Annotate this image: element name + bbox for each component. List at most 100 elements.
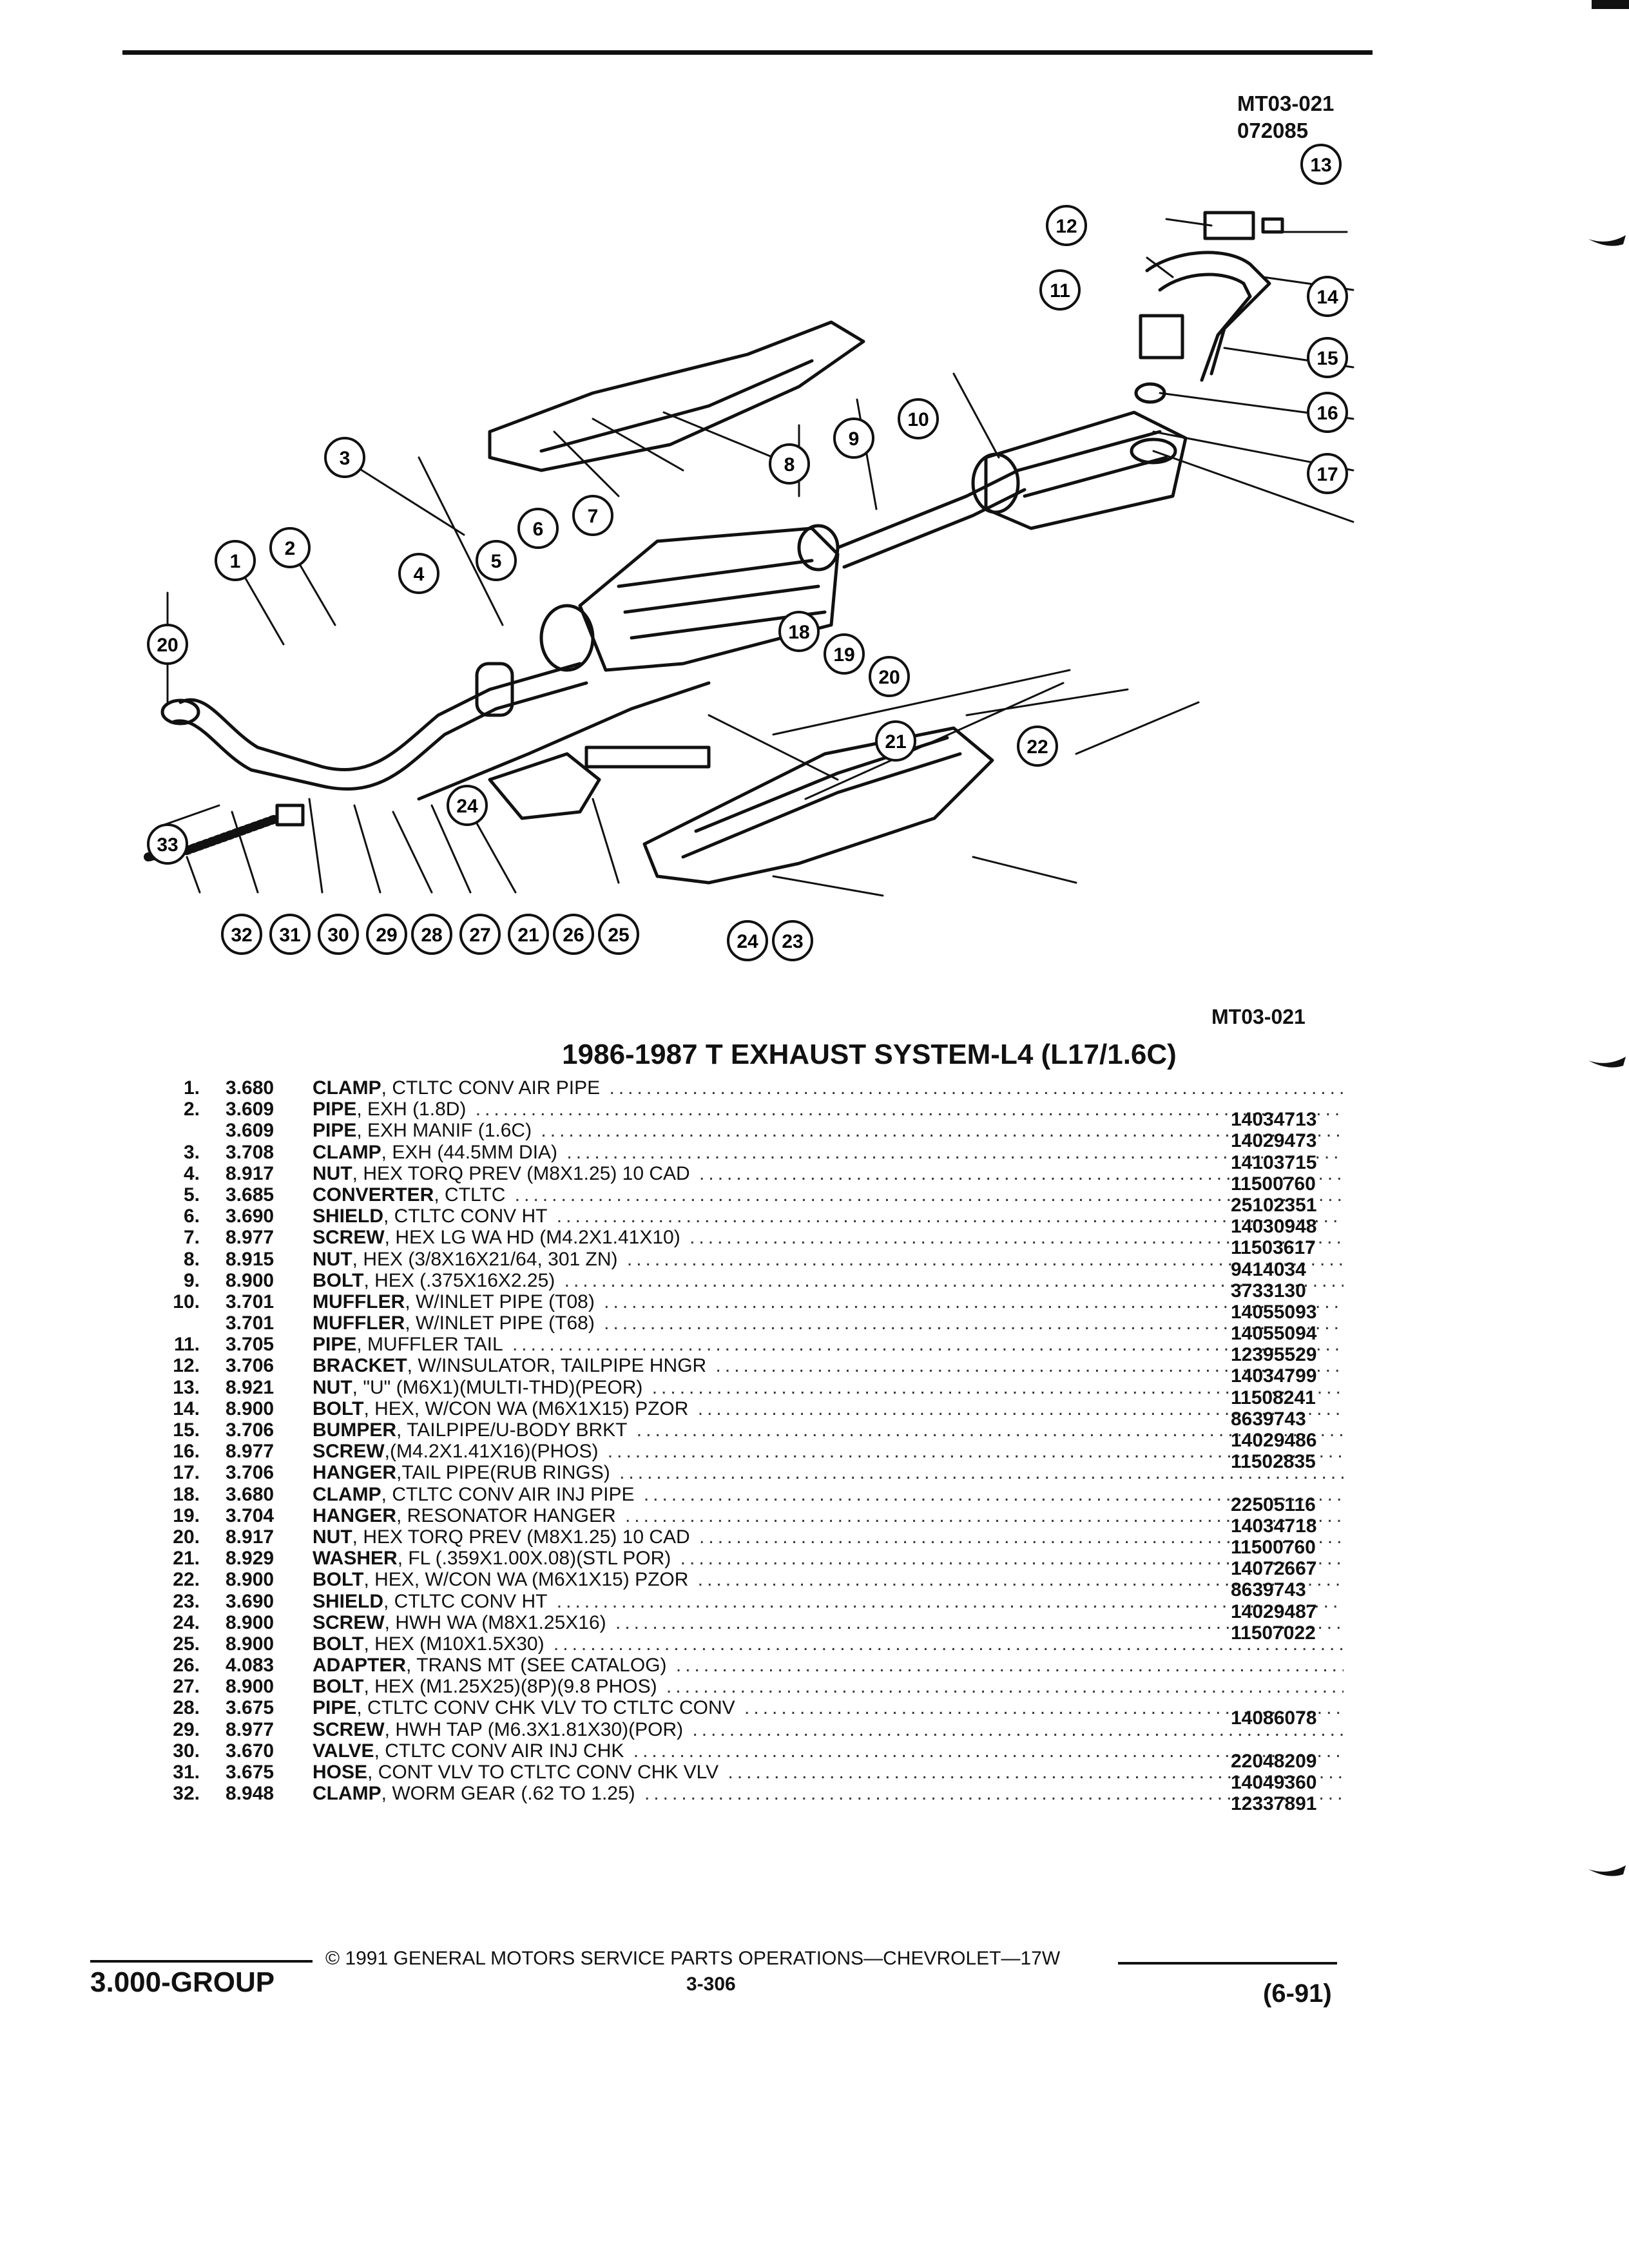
part-description: SCREW,(M4.2X1.41X16)(PHOS) .............…: [313, 1441, 1344, 1462]
part-detail: , WORM GEAR (.62 TO 1.25): [381, 1783, 635, 1805]
part-number: 30.: [173, 1740, 200, 1762]
part-name: BOLT: [313, 1569, 364, 1591]
svg-text:8: 8: [784, 454, 795, 476]
part-group-code: 3.675: [226, 1762, 275, 1783]
leader-dots: ........................................…: [609, 1077, 1344, 1099]
intermediate-pipe-shape: [488, 662, 582, 691]
leader-dots: ........................................…: [744, 1697, 1344, 1719]
svg-text:16: 16: [1316, 403, 1338, 424]
svg-text:12: 12: [1055, 216, 1077, 237]
part-catalog-number: 14086078: [1231, 1707, 1317, 1729]
leader-dots: ........................................…: [564, 1269, 1344, 1291]
part-group-code: 8.948: [226, 1783, 275, 1805]
exhaust-pipe-shape-lower: [172, 707, 498, 791]
callout-5: 5: [476, 540, 517, 581]
callout-6: 6: [517, 508, 559, 549]
part-group-code: 8.929: [226, 1548, 275, 1570]
part-number: 9.: [183, 1269, 200, 1291]
part-name: NUT: [313, 1526, 352, 1548]
callout-24-bottom: 24: [727, 920, 768, 961]
part-detail: , W/INLET PIPE (T08): [405, 1291, 595, 1312]
part-number: 32.: [173, 1783, 200, 1805]
leader-dots: ........................................…: [644, 1783, 1344, 1805]
check-valve-shape: [275, 803, 305, 827]
part-group-code: 3.685: [226, 1184, 275, 1206]
part-name: PIPE: [313, 1697, 357, 1719]
callout-29: 29: [366, 914, 407, 955]
part-description: CLAMP, WORM GEAR (.62 TO 1.25) .........…: [313, 1783, 1344, 1804]
part-group-code: 4.083: [226, 1655, 275, 1677]
part-description: NUT, HEX (3/8X16X21/64, 301 ZN) ........…: [313, 1249, 1344, 1270]
part-name: BOLT: [313, 1676, 364, 1698]
part-group-code: 3.680: [226, 1483, 275, 1505]
part-number: 8.: [183, 1248, 200, 1270]
leader-dots: ........................................…: [553, 1633, 1344, 1655]
svg-text:11: 11: [1050, 280, 1070, 302]
part-detail: , W/INLET PIPE (T68): [405, 1312, 595, 1334]
page-title: 1986-1987 T EXHAUST SYSTEM-L4 (L17/1.6C): [562, 1039, 1177, 1070]
footer-copyright: © 1991 GENERAL MOTORS SERVICE PARTS OPER…: [325, 1948, 1061, 1969]
part-description: SCREW, HWH WA (M8X1.25X16) .............…: [313, 1612, 1344, 1633]
svg-text:6: 6: [533, 519, 544, 540]
callout-8: 8: [769, 443, 810, 485]
scan-edge-mark: [1592, 0, 1629, 9]
part-row: 32. 8.948 CLAMP, WORM GEAR (.62 TO 1.25) .…: [148, 1783, 1360, 1814]
svg-text:31: 31: [279, 925, 300, 946]
callout-1: 1: [215, 540, 256, 581]
callout-13: 13: [1300, 144, 1342, 185]
part-detail: ,TAIL PIPE(RUB RINGS): [396, 1462, 610, 1484]
callout-21-bottom: 21: [508, 914, 549, 955]
part-name: WASHER: [313, 1548, 398, 1570]
part-number: 4.: [183, 1162, 200, 1184]
part-number: 12.: [173, 1355, 200, 1377]
part-detail: , HEX, W/CON WA (M6X1X15) PZOR: [363, 1398, 689, 1419]
part-name: SCREW: [313, 1227, 385, 1249]
binding-mark: [1588, 235, 1626, 246]
leader-dots: ........................................…: [607, 1441, 1344, 1463]
part-name: NUT: [313, 1162, 352, 1184]
lower-heat-shield-shape: [642, 726, 994, 885]
part-detail: , CTLTC CONV HT: [383, 1206, 548, 1227]
part-name: NUT: [313, 1248, 352, 1270]
leader-dots: ........................................…: [604, 1291, 1344, 1312]
part-number: 29.: [173, 1718, 200, 1740]
leader-dots: ........................................…: [643, 1483, 1344, 1505]
leader-dots: ........................................…: [651, 1376, 1344, 1398]
part-catalog-number: 8639743: [1231, 1408, 1306, 1430]
callout-10: 10: [898, 398, 939, 439]
part-group-code: 8.900: [226, 1676, 275, 1698]
svg-text:13: 13: [1310, 155, 1331, 176]
flange-gasket-shape: [797, 524, 840, 572]
part-detail: , HEX (3/8X16X21/64, 301 ZN): [352, 1248, 618, 1270]
top-rule: [122, 50, 1373, 55]
leader-dots: ........................................…: [615, 1611, 1344, 1633]
svg-text:2: 2: [285, 538, 296, 559]
callout-23: 23: [772, 920, 813, 961]
part-detail: , CTLTC CONV AIR INJ CHK: [374, 1740, 624, 1762]
part-catalog-number: 14029487: [1231, 1600, 1317, 1622]
callout-28: 28: [411, 914, 452, 955]
svg-text:32: 32: [231, 925, 252, 946]
part-group-code: 8.921: [226, 1376, 275, 1398]
part-group-code: 3.704: [226, 1504, 275, 1526]
part-number: 16.: [173, 1441, 200, 1463]
part-description: HANGER,TAIL PIPE(RUB RINGS) ............…: [313, 1462, 1344, 1483]
pipe-flange-shape: [160, 698, 200, 726]
part-detail: , CTLTC CONV HT: [383, 1590, 548, 1612]
part-name: PIPE: [313, 1099, 357, 1120]
svg-text:20: 20: [878, 667, 900, 688]
converter-shape: [578, 526, 840, 672]
